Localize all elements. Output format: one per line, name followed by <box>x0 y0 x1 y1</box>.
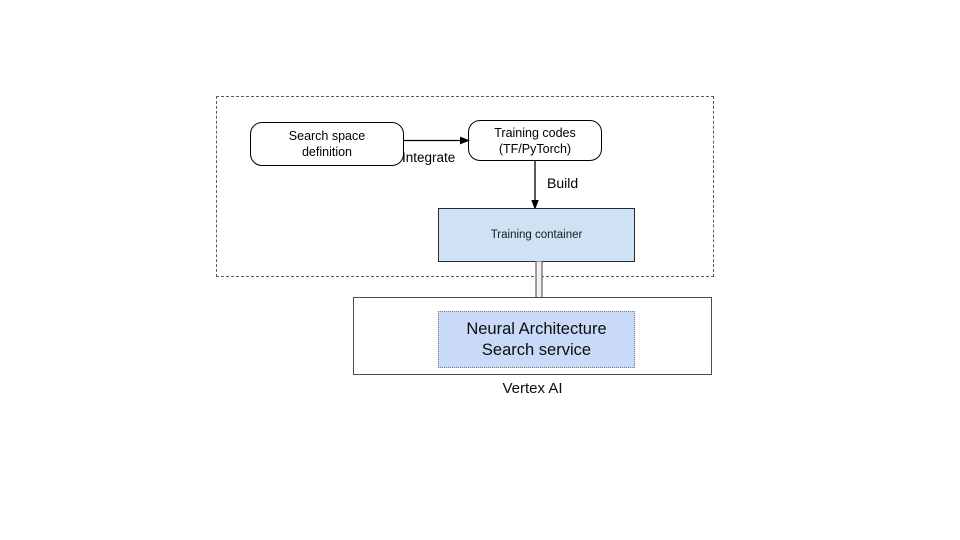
node-training-container[interactable]: Training container <box>438 208 635 262</box>
node-neural-architecture-search-service[interactable]: Neural Architecture Search service <box>438 311 635 368</box>
node-training-codes-line-1: Training codes <box>494 125 576 140</box>
node-training-codes-line-2: (TF/PyTorch) <box>498 141 572 156</box>
node-training-container-label: Training container <box>490 229 583 241</box>
edge-label-integrate: Integrate <box>402 150 456 165</box>
node-search-space-line-2: definition <box>301 145 353 159</box>
node-search-space-line-1: Search space <box>288 129 366 143</box>
edge-label-build: Build <box>547 175 579 191</box>
node-nas-service-line-2: Search service <box>481 340 592 359</box>
node-vertex-ai-label: Vertex AI <box>502 380 563 397</box>
node-training-codes[interactable]: Training codes (TF/PyTorch) <box>468 120 602 161</box>
edge-build-arrow <box>531 160 539 210</box>
dashed-group-boundary <box>216 96 714 277</box>
node-search-space-definition[interactable]: Search space definition <box>250 122 404 166</box>
edge-integrate-arrow <box>404 136 470 145</box>
node-nas-service-line-1: Neural Architecture <box>466 319 607 338</box>
